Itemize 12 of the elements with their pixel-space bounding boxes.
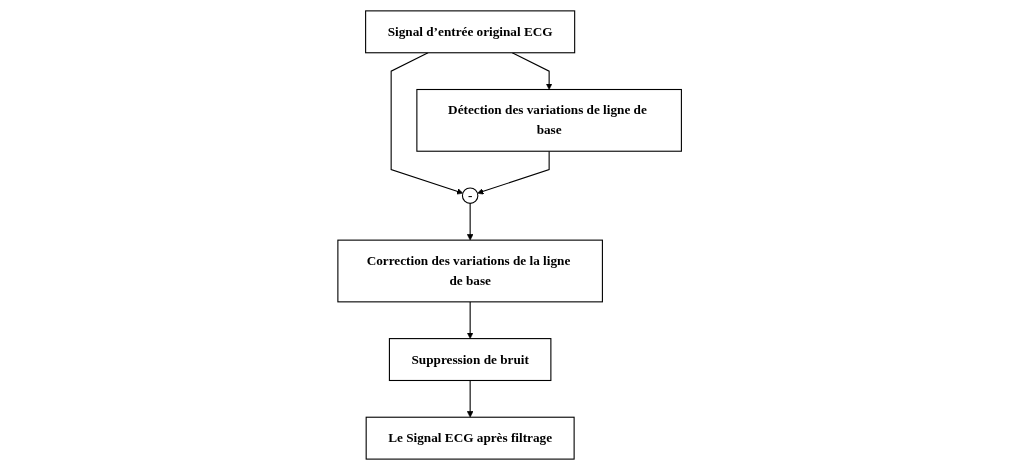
arrow <box>466 379 474 417</box>
node-box: Correction des variations de la ligne de base <box>337 239 603 302</box>
arrow <box>390 51 463 194</box>
node-box: Le Signal ECG après filtrage <box>365 416 575 460</box>
arrow <box>511 51 553 90</box>
arrow <box>477 150 550 194</box>
node-box: Signal d’entrée original ECG <box>364 9 576 53</box>
node-box: Détection des variations de ligne de base <box>416 88 682 152</box>
node-circle: - <box>461 186 479 204</box>
arrow <box>466 300 474 339</box>
node-box: Suppression de bruit <box>388 337 552 381</box>
arrow <box>466 202 474 240</box>
